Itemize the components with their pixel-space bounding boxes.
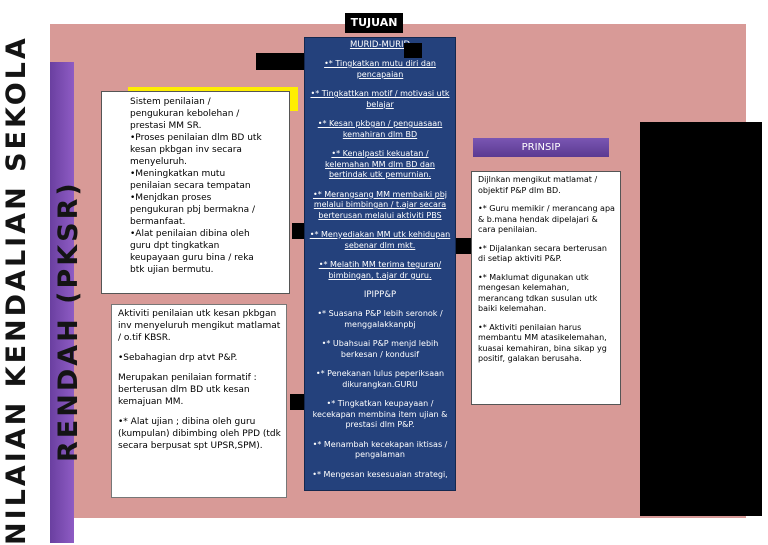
murid-item: •* Menyediakan MM utk kehidupan sebenar … <box>309 230 451 250</box>
prinsip-paragraph: •* Dijalankan secara berterusan di setia… <box>478 243 607 264</box>
definition-line: kesan pkbgan inv secara <box>130 145 242 155</box>
definition-line: keupayaan guru bina / reka <box>130 253 254 263</box>
activity-paragraph: Aktiviti penilaian utk kesan pkbgan inv … <box>118 309 281 343</box>
definition-line: •Meningkatkan mutu <box>130 169 226 179</box>
definition-line: •Alat penilaian dibina oleh <box>130 229 250 239</box>
definition-line: menyeluruh. <box>130 157 188 167</box>
murid-item: •* Merangsang MM membaiki pbj melalui bi… <box>312 189 448 220</box>
prinsip-paragraph: •* Maklumat digunakan utk mengesan kelem… <box>478 272 598 314</box>
definition-line: btk ujian bermutu. <box>130 265 214 275</box>
prinsip-paragraph: Dijlnkan mengikut matlamat / objektif P&… <box>478 175 598 195</box>
connector-block <box>456 238 472 254</box>
connector-block <box>256 53 304 70</box>
murid-heading: MURID-MURID <box>349 40 411 50</box>
prinsip-box: Dijlnkan mengikut matlamat / objektif P&… <box>471 171 621 405</box>
ipipp-heading: IPIPP&P <box>363 290 397 300</box>
murid-item: •* Melatih MM terima teguran/ bimbingan,… <box>318 260 442 280</box>
connector-block <box>290 394 306 410</box>
ipipp-list: •* Suasana P&P lebih seronok / menggalak… <box>305 309 455 480</box>
title-line-2: RENDAH (PKSR) <box>53 180 84 462</box>
ipipp-item: •* Tingkatkan keupayaan / kecekapan memb… <box>312 399 448 429</box>
murid-item: •* Kesan pkbgan / penguasaan kemahiran d… <box>317 119 443 139</box>
definition-line: Sistem penilaian / <box>130 97 211 107</box>
activity-paragraph: •* Alat ujian ; dibina oleh guru (kumpul… <box>118 417 281 451</box>
black-panel <box>640 122 762 516</box>
definition-line: pengukuran kebolehan / <box>130 109 240 119</box>
definition-line: pengukuran pbj bermakna / <box>130 205 255 215</box>
activity-paragraph: •Sebahagian drp atvt P&P. <box>118 353 238 363</box>
definition-line: prestasi MM SR. <box>130 121 202 131</box>
connector-block <box>404 43 422 58</box>
ipipp-item: •* Menambah kecekapan iktisas / pengalam… <box>312 439 448 460</box>
activity-box: Aktiviti penilaian utk kesan pkbgan inv … <box>111 304 287 498</box>
activity-paragraph: Merupakan penilaian formatif : berterusa… <box>118 373 257 407</box>
vertical-title: NILAIAN KENDALIAN SEKOLA RENDAH (PKSR) <box>0 0 110 545</box>
definition-line: •Menjdkan proses <box>130 193 212 203</box>
prinsip-label: PRINSIP <box>473 138 609 157</box>
definition-line: •Proses penilaian dlm BD utk <box>130 133 262 143</box>
tujuan-column: MURID-MURID •* Tingkatkan mutu diri dan … <box>304 37 456 491</box>
murid-item: •* Tingkatkan mutu diri dan pencapaian <box>324 59 436 79</box>
title-line-1: NILAIAN KENDALIAN SEKOLA <box>1 35 32 545</box>
murid-list: •* Tingkatkan mutu diri dan pencapaian •*… <box>305 59 455 281</box>
prinsip-paragraph: •* Guru memikir / merancang apa & b.mana… <box>478 204 615 234</box>
murid-item: •* Kenalpasti kekuatan / kelemahan MM dl… <box>325 149 435 179</box>
murid-item: •* Tingkattkan motif / motivasi utk bela… <box>310 89 450 109</box>
definition-line: guru dpt tingkatkan <box>130 241 220 251</box>
purple-accent-bar <box>50 62 74 543</box>
ipipp-item: •* Ubahsuai P&P menjd lebih berkesan / k… <box>321 339 439 359</box>
definition-box: Sistem penilaian / pengukuran kebolehan /… <box>101 91 290 294</box>
ipipp-item: •* Penekanan lulus peperiksaan dikurangk… <box>315 369 445 389</box>
ipipp-item: •* Mengesan kesesuaian strategi, <box>312 469 448 479</box>
tujuan-label: TUJUAN <box>345 13 403 33</box>
prinsip-paragraph: •* Aktiviti penilaian harus membantu MM … <box>478 322 607 364</box>
definition-line: penilaian secara tempatan <box>130 181 251 191</box>
ipipp-item: •* Suasana P&P lebih seronok / menggalak… <box>317 309 443 329</box>
definition-line: bermanfaat. <box>130 217 186 227</box>
